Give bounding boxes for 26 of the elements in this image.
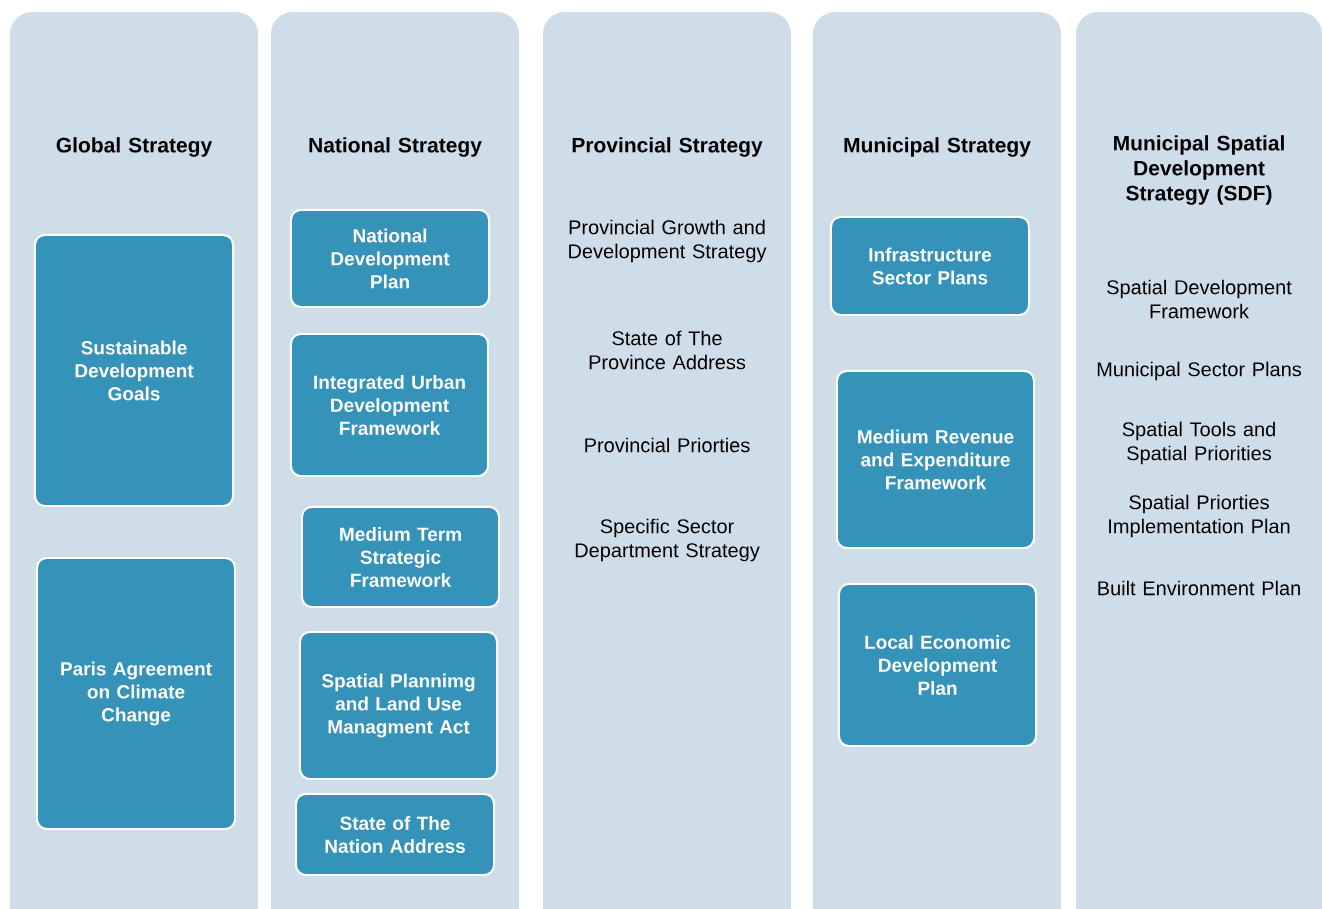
strategy-box: Sustainable Development Goals — [34, 234, 234, 507]
column-heading: Provincial Strategy — [572, 137, 763, 157]
list-item: State of The Province Address — [589, 330, 746, 370]
column-panel — [1076, 12, 1322, 909]
list-item: Municipal Sector Plans — [1097, 361, 1302, 381]
strategy-box: Local Economic Development Plan — [838, 583, 1037, 747]
strategy-box: Medium Term Strategic Framework — [301, 506, 500, 608]
list-item: Specific Sector Department Strategy — [575, 518, 760, 562]
list-item: Spatial Tools and Spatial Priorities — [1122, 421, 1275, 465]
list-item: Provincial Priorties — [585, 437, 750, 453]
strategy-box: Integrated Urban Development Framework — [290, 333, 489, 477]
list-item: Built Environment Plan — [1098, 580, 1300, 596]
strategy-box: Medium Revenue and Expenditure Framework — [836, 370, 1035, 549]
strategy-box: Paris Agreement on Climate Change — [36, 557, 236, 830]
list-item: Spatial Priorties Implementation Plan — [1109, 494, 1290, 538]
list-item: Spatial Development Framework — [1107, 279, 1292, 319]
column-panel — [543, 12, 791, 909]
strategy-box: Infrastructure Sector Plans — [830, 216, 1030, 316]
strategy-box: National Development Plan — [290, 209, 490, 308]
list-item: Provincial Growth and Development Strategy — [569, 219, 767, 263]
column-heading: National Strategy — [309, 137, 482, 157]
column-heading: Municipal Spatial Development Strategy (SDF) — [1114, 135, 1284, 205]
column-heading: Municipal Strategy — [844, 137, 1031, 157]
strategy-box: Spatial Plannimg and Land Use Managment Act — [299, 631, 498, 780]
column-heading: Global Strategy — [56, 137, 213, 157]
strategy-box: State of The Nation Address — [295, 793, 495, 876]
